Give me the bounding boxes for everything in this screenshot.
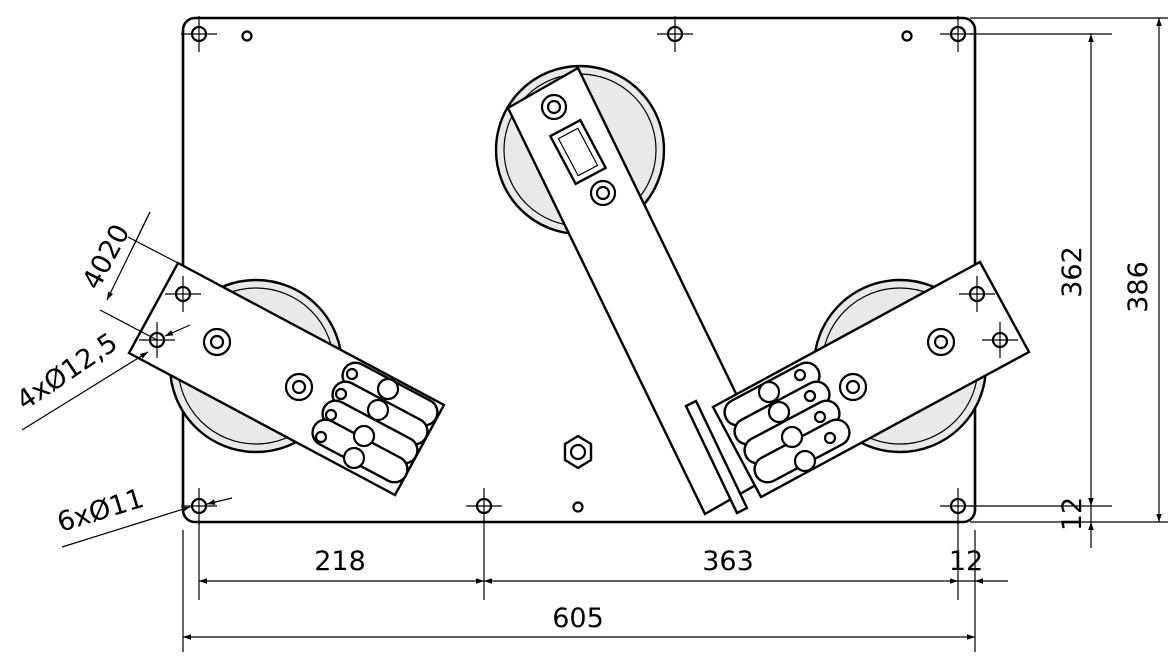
dim-386: 386 (1123, 261, 1154, 313)
right-clamp (711, 260, 1031, 499)
mount-holes (181, 16, 976, 524)
dim-362: 362 (1057, 246, 1088, 298)
small-holes (241, 30, 913, 513)
dim-12-horizontal: 12 (949, 546, 983, 577)
center-clamp (494, 64, 777, 516)
dim-605: 605 (552, 603, 604, 634)
dimension-lines (21, 18, 1162, 640)
dim-363: 363 (702, 546, 754, 577)
left-slot-bars (311, 361, 439, 484)
mount-hole (466, 488, 502, 524)
left-clamp (127, 261, 446, 497)
dim-12-vertical: 12 (1057, 497, 1088, 531)
dim-4x-12-5: 4xØ12,5 (11, 327, 123, 417)
mount-hole (657, 16, 693, 52)
mount-hole (181, 16, 217, 52)
hex-nut-icon (563, 434, 593, 470)
dim-218: 218 (314, 546, 366, 577)
mount-hole (940, 16, 976, 52)
mount-hole (181, 488, 217, 524)
dim-6x-11: 6xØ11 (54, 483, 148, 539)
right-slot-bars (723, 361, 851, 484)
